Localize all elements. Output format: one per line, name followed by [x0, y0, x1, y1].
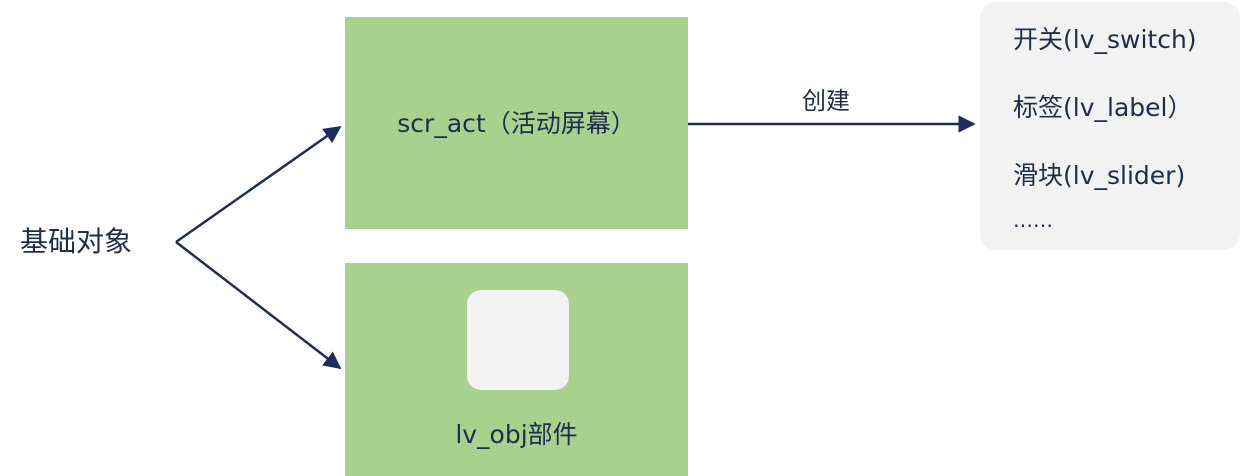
object-box: lv_obj部件 [345, 263, 688, 476]
object-widget-shape [467, 290, 569, 390]
create-arrow-label: 创建 [802, 87, 850, 115]
widget-list-panel: 开关(lv_switch) 标签(lv_label） 滑块(lv_slider)… [980, 2, 1240, 250]
object-box-label: lv_obj部件 [455, 420, 578, 449]
widget-item-slider: 滑块(lv_slider) [1013, 161, 1186, 190]
arrow-to-screen [175, 125, 342, 244]
screen-box-label: scr_act（活动屏幕） [397, 109, 636, 138]
widget-item-ellipsis: …… [1013, 208, 1053, 232]
arrow-to-object [175, 241, 342, 370]
root-object-label: 基础对象 [20, 225, 133, 258]
screen-box: scr_act（活动屏幕） [345, 17, 688, 229]
widget-item-label: 标签(lv_label） [1013, 93, 1193, 122]
widget-item-switch: 开关(lv_switch) [1013, 25, 1197, 54]
